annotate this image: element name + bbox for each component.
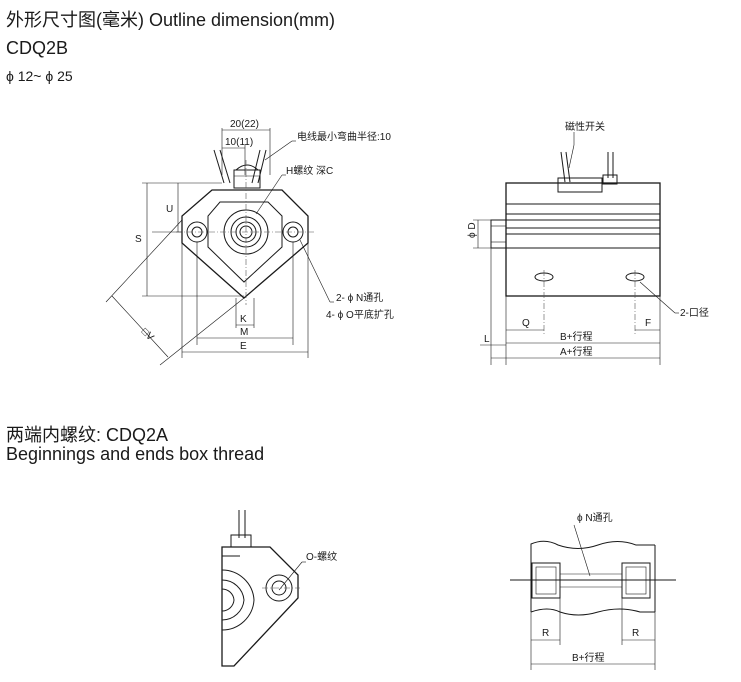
label-switch: 磁性开关 — [565, 120, 605, 133]
dim-10-11: 10(11) — [225, 137, 253, 148]
dim-d: ϕ D — [467, 222, 478, 238]
section2-subtitle: Beginnings and ends box thread — [6, 444, 265, 464]
label-bend-radius: 电线最小弯曲半径:10 — [297, 130, 391, 143]
dim-e: E — [240, 341, 247, 352]
dim-u: U — [166, 204, 173, 215]
label-n-hole-bottom: ϕ N通孔 — [577, 512, 613, 524]
bore-range: ϕ 12~ ϕ 25 — [6, 68, 73, 84]
box-thread-section-view: ϕ N通孔 R R B+行程 — [510, 512, 676, 670]
dim-q: Q — [522, 318, 530, 329]
dim-b-stroke-bottom: B+行程 — [572, 651, 605, 664]
dim-m: M — [240, 327, 248, 338]
dim-k: K — [240, 314, 247, 325]
dim-20-22: 20(22) — [230, 119, 259, 130]
label-port: 2-口径 — [680, 306, 709, 319]
dim-l: L — [484, 334, 490, 345]
dim-r-left: R — [542, 628, 549, 639]
dim-b-stroke: B+行程 — [560, 330, 593, 343]
label-h-thread: H螺纹 深C — [286, 164, 333, 177]
side-view-drawing: 磁性开关 ϕ D 2-口径 — [467, 120, 709, 365]
label-n-hole: 2- ϕ N通孔 — [336, 292, 383, 304]
label-o-thread: O-螺纹 — [306, 550, 337, 563]
dim-f: F — [645, 318, 651, 329]
page-title: 外形尺寸图(毫米) Outline dimension(mm) — [6, 10, 336, 30]
dim-r-right: R — [632, 628, 639, 639]
end-view-drawing: 20(22) 10(11) 电线最小弯曲半径:10 — [105, 119, 394, 366]
dim-a-stroke: A+行程 — [560, 345, 593, 358]
dim-s: S — [135, 234, 142, 245]
box-thread-end-view: O-螺纹 — [221, 510, 337, 667]
section2-title: 两端内螺纹: CDQ2A — [6, 425, 169, 445]
label-o-counterbore: 4- ϕ O平底扩孔 — [326, 308, 394, 321]
model-code: CDQ2B — [6, 38, 69, 58]
